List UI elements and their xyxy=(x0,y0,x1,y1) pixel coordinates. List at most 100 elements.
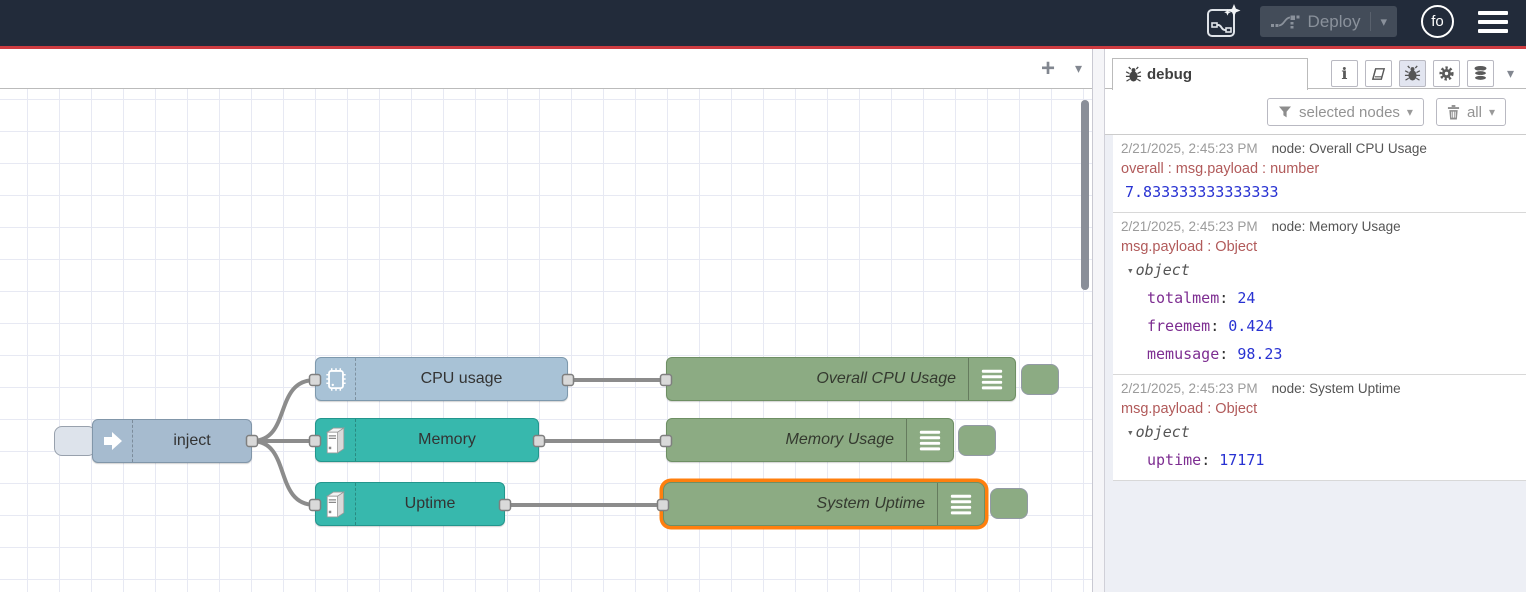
tab-info-button[interactable]: i xyxy=(1331,60,1358,87)
sidebar-splitter[interactable] xyxy=(1093,49,1105,592)
node-cpu-usage[interactable]: CPU usage xyxy=(315,357,568,401)
tab-debug-label: debug xyxy=(1147,66,1192,83)
object-entry: totalmem24 xyxy=(1121,284,1518,312)
debug-output-lines-icon xyxy=(968,358,1015,400)
message-timestamp: 2/21/2025, 2:45:23 PM xyxy=(1121,216,1258,237)
book-icon xyxy=(1370,65,1387,82)
sidebar-tab-bar: debug i xyxy=(1105,49,1526,89)
tab-config-button[interactable] xyxy=(1433,60,1460,87)
deploy-label: Deploy xyxy=(1308,12,1361,32)
debug-toolbar: selected nodes ▾ all ▾ xyxy=(1105,89,1526,134)
node-label: Overall CPU Usage xyxy=(667,370,968,388)
entry-key: uptime xyxy=(1147,451,1219,469)
debug-message[interactable]: 2/21/2025, 2:45:23 PM node: Overall CPU … xyxy=(1113,135,1526,213)
entry-value: 0.424 xyxy=(1228,317,1273,335)
message-value: 7.833333333333333 xyxy=(1121,179,1518,206)
node-label: Uptime xyxy=(356,495,504,513)
debug-enable-toggle[interactable] xyxy=(1021,364,1059,395)
avatar-initials: fo xyxy=(1431,13,1444,30)
debug-message[interactable]: 2/21/2025, 2:45:23 PM node: System Uptim… xyxy=(1113,375,1526,481)
flow-canvas[interactable]: inject CPU usage xyxy=(0,89,1092,592)
debug-enable-toggle[interactable] xyxy=(990,488,1028,519)
deploy-chevron-down-icon[interactable]: ▾ xyxy=(1380,14,1387,30)
sidebar-tabs-chevron-down-icon[interactable]: ▾ xyxy=(1507,65,1514,82)
node-memory[interactable]: Memory xyxy=(315,418,539,462)
object-label: object xyxy=(1136,423,1190,441)
inject-arrow-icon xyxy=(93,420,133,462)
node-debug-memory[interactable]: Memory Usage xyxy=(666,418,954,462)
deploy-icon xyxy=(1270,13,1300,31)
collapse-triangle-icon[interactable]: ▾ xyxy=(1127,426,1134,439)
canvas-vertical-scrollbar[interactable] xyxy=(1081,100,1089,290)
entry-value: 17171 xyxy=(1219,451,1264,469)
filter-funnel-icon xyxy=(1278,105,1292,119)
message-source-node: node: System Uptime xyxy=(1272,378,1401,399)
inject-trigger-button[interactable] xyxy=(54,426,96,456)
message-timestamp: 2/21/2025, 2:45:23 PM xyxy=(1121,378,1258,399)
object-expand-row[interactable]: ▾object xyxy=(1121,257,1518,284)
entry-value: 24 xyxy=(1237,289,1255,307)
tab-help-button[interactable] xyxy=(1365,60,1392,87)
deploy-button[interactable]: Deploy ▾ xyxy=(1260,6,1397,37)
debug-enable-toggle[interactable] xyxy=(958,425,996,456)
object-entry: memusage98.23 xyxy=(1121,340,1518,368)
user-avatar[interactable]: fo xyxy=(1421,5,1454,38)
debug-output-lines-icon xyxy=(906,419,953,461)
debug-message[interactable]: 2/21/2025, 2:45:23 PM node: Memory Usage… xyxy=(1113,213,1526,375)
node-label: System Uptime xyxy=(664,495,937,513)
gear-icon xyxy=(1438,65,1455,82)
debug-sidebar: debug i xyxy=(1105,49,1526,592)
debug-filter-button[interactable]: selected nodes ▾ xyxy=(1267,98,1424,126)
object-label: object xyxy=(1136,261,1190,279)
trash-icon xyxy=(1447,105,1460,120)
message-timestamp: 2/21/2025, 2:45:23 PM xyxy=(1121,138,1258,159)
debug-message-list[interactable]: 2/21/2025, 2:45:23 PM node: Overall CPU … xyxy=(1105,134,1526,592)
entry-key: memusage xyxy=(1147,345,1237,363)
node-label: CPU usage xyxy=(356,370,567,388)
filter-label: selected nodes xyxy=(1299,104,1400,121)
collapse-triangle-icon[interactable]: ▾ xyxy=(1127,264,1134,277)
flow-list-chevron-down-icon[interactable]: ▾ xyxy=(1075,60,1082,77)
cpu-chip-icon xyxy=(316,358,356,400)
flow-canvas-region: + ▾ inject CP xyxy=(0,49,1093,592)
deploy-divider xyxy=(1370,12,1371,31)
tab-context-button[interactable] xyxy=(1467,60,1494,87)
entry-value: 98.23 xyxy=(1237,345,1282,363)
app-header: Deploy ▾ fo xyxy=(0,0,1526,49)
message-source-node: node: Overall CPU Usage xyxy=(1272,138,1427,159)
entry-key: freemem xyxy=(1147,317,1228,335)
object-entry: freemem0.424 xyxy=(1121,312,1518,340)
entry-key: totalmem xyxy=(1147,289,1237,307)
node-debug-overall-cpu[interactable]: Overall CPU Usage xyxy=(666,357,1016,401)
bug-icon xyxy=(1404,65,1421,82)
node-uptime[interactable]: Uptime xyxy=(315,482,505,526)
add-flow-button[interactable]: + xyxy=(1041,57,1055,81)
clear-label: all xyxy=(1467,104,1482,121)
message-property: msg.payload : Object xyxy=(1121,399,1518,419)
node-label: inject xyxy=(133,432,251,450)
hamburger-icon xyxy=(1478,11,1508,15)
debug-clear-button[interactable]: all ▾ xyxy=(1436,98,1506,126)
server-tower-icon xyxy=(316,483,356,525)
bug-icon xyxy=(1125,66,1142,83)
workspace-tab-bar: + ▾ xyxy=(0,49,1092,89)
message-property: msg.payload : Object xyxy=(1121,237,1518,257)
message-property: overall : msg.payload : number xyxy=(1121,159,1518,179)
object-expand-row[interactable]: ▾object xyxy=(1121,419,1518,446)
message-source-node: node: Memory Usage xyxy=(1272,216,1401,237)
node-label: Memory xyxy=(356,431,538,449)
debug-output-lines-icon xyxy=(937,483,984,525)
flow-sparkle-icon xyxy=(1203,3,1241,41)
node-debug-system-uptime[interactable]: System Uptime xyxy=(663,482,985,526)
clear-chevron-down-icon: ▾ xyxy=(1489,105,1495,119)
node-inject[interactable]: inject xyxy=(92,419,252,463)
object-entry: uptime17171 xyxy=(1121,446,1518,474)
flow-assistant-button[interactable] xyxy=(1202,4,1242,40)
filter-chevron-down-icon: ▾ xyxy=(1407,105,1413,119)
tab-debug[interactable]: debug xyxy=(1112,58,1308,90)
info-icon: i xyxy=(1341,64,1347,83)
database-icon xyxy=(1472,65,1489,82)
main-menu-button[interactable] xyxy=(1478,11,1508,33)
node-label: Memory Usage xyxy=(667,431,906,449)
tab-debug-icon-button[interactable] xyxy=(1399,60,1426,87)
